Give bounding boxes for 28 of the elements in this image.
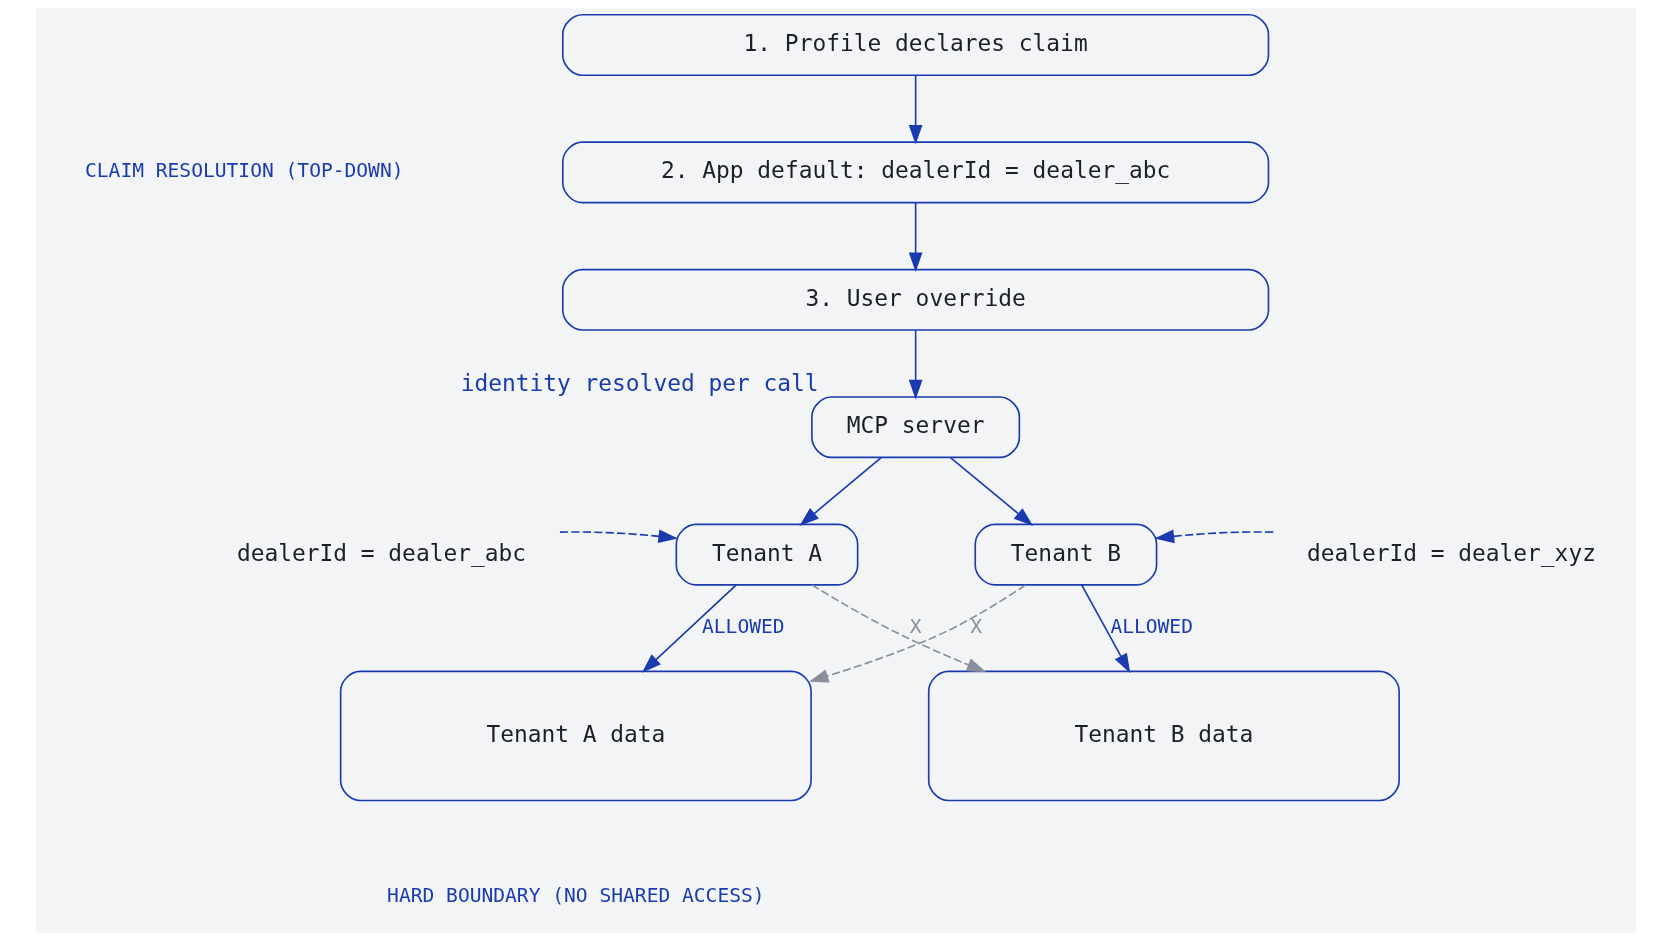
node-box: 1. Profile declares claim [562, 13, 1270, 76]
node-box: MCP server [811, 396, 1021, 459]
node-box: Tenant B [974, 523, 1158, 586]
arrow [949, 456, 1034, 526]
arrow [908, 74, 923, 145]
node-box: Tenant A data [339, 670, 812, 802]
arrow [1154, 529, 1274, 544]
node-box: 2. App default: dealerId = dealer_abc [562, 141, 1270, 204]
arrow [1080, 584, 1131, 674]
arrow [641, 584, 738, 673]
edge-label: ALLOWED [1110, 615, 1193, 639]
arrow [908, 202, 923, 272]
label: CLAIM RESOLUTION (TOP-DOWN) [85, 159, 404, 183]
node-label: identity resolved per call [460, 369, 819, 396]
arrow [799, 456, 882, 526]
arrow [908, 329, 923, 400]
edge-label: ALLOWED [702, 615, 785, 639]
node-box: 3. User override [562, 268, 1270, 331]
arrow [559, 529, 679, 544]
node-box: Tenant B data [927, 670, 1400, 802]
edge-label: X [909, 615, 922, 639]
arrow [811, 584, 987, 673]
node-box: Tenant A [675, 523, 859, 586]
arrow [808, 584, 1027, 683]
label: HARD BOUNDARY (NO SHARED ACCESS) [387, 883, 765, 907]
node-text: dealerId = dealer_xyz [1306, 539, 1596, 566]
node-text: dealerId = dealer_abc [236, 539, 526, 566]
edge-label: X [970, 615, 982, 639]
